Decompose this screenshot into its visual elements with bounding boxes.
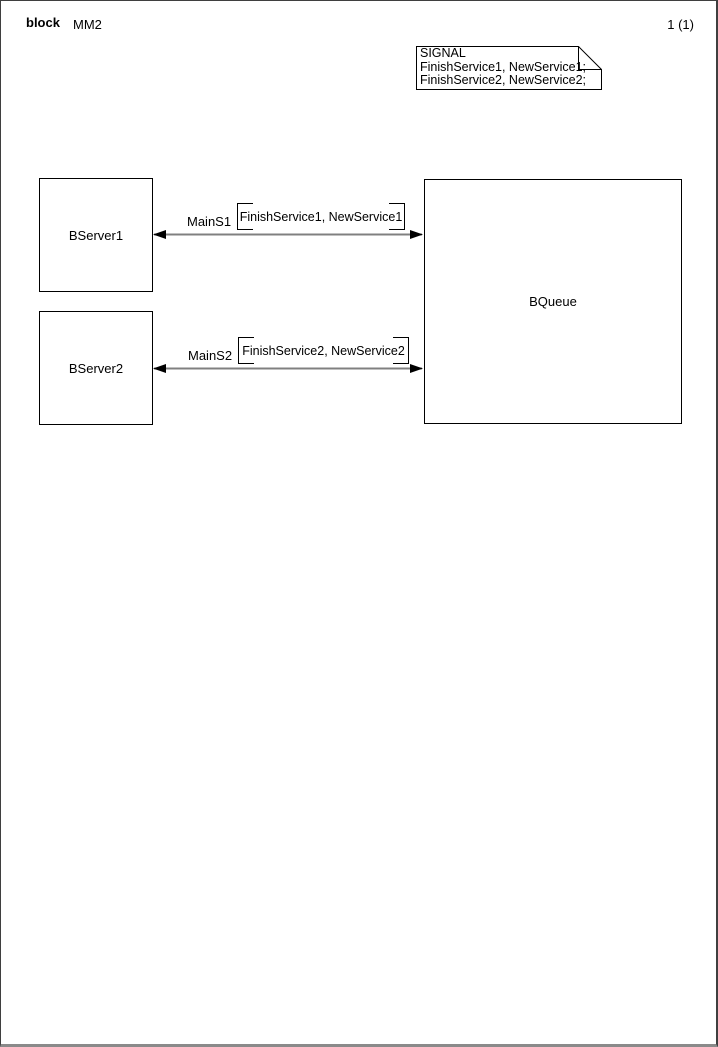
text-symbol-outline[interactable]: [416, 46, 602, 90]
signal-declaration-text[interactable]: SIGNAL FinishService1, NewService1; Fini…: [420, 46, 587, 88]
arrowhead-right-mains2: [410, 364, 423, 373]
arrowhead-right-mains1: [410, 230, 423, 239]
diagram-kind-label: block: [26, 15, 60, 30]
signal-list-bracket-left-icon: [238, 337, 254, 364]
signal-declaration-line2: FinishService1, NewService1;: [420, 59, 587, 74]
channel-mains1-name[interactable]: MainS1: [187, 214, 232, 229]
arrowhead-left-mains1: [153, 230, 166, 239]
signal-declaration-line1: SIGNAL: [420, 46, 466, 60]
block-bserver1-label: BServer1: [68, 227, 124, 243]
block-bqueue-label: BQueue: [529, 294, 577, 309]
block-bserver1[interactable]: BServer1: [39, 178, 153, 292]
signal-list-bracket-left-icon: [237, 203, 253, 230]
signal-list-bracket-right-icon: [389, 203, 405, 230]
block-bserver2-label: BServer2: [68, 360, 124, 376]
arrowhead-left-mains2: [153, 364, 166, 373]
channel-mains2-line[interactable]: [153, 364, 423, 373]
diagram-name: MM2: [73, 17, 102, 32]
signal-list-mains1-text: FinishService1, NewService1: [239, 209, 403, 224]
block-bserver2[interactable]: BServer2: [39, 311, 153, 425]
channel-mains2-name[interactable]: MainS2: [188, 348, 233, 363]
block-bqueue[interactable]: BQueue: [424, 179, 682, 424]
signal-list-mains2-text: FinishService2, NewService2: [242, 343, 405, 358]
signal-list-mains1[interactable]: FinishService1, NewService1: [237, 203, 405, 230]
signal-declaration-line3: FinishService2, NewService2;: [420, 73, 587, 87]
folded-corner-icon: [578, 46, 602, 70]
page-number: 1 (1): [667, 17, 694, 32]
signal-list-bracket-right-icon: [393, 337, 409, 364]
signal-list-mains2[interactable]: FinishService2, NewService2: [238, 337, 409, 364]
channel-mains1-line[interactable]: [153, 230, 423, 239]
